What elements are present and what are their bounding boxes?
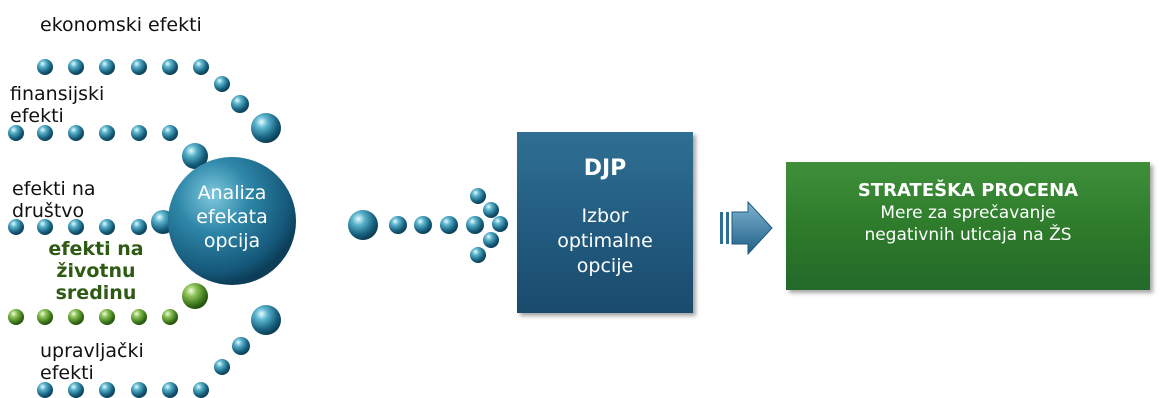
analysis-circle-text: Analiza efekata opcija bbox=[196, 182, 268, 252]
arrow-right-icon bbox=[720, 200, 773, 256]
djp-subtitle: Izbor optimalne opcije bbox=[557, 205, 653, 277]
bead bbox=[348, 210, 378, 240]
bead bbox=[99, 382, 115, 398]
bead bbox=[37, 219, 53, 235]
label-economic-effects: ekonomski efekti bbox=[40, 14, 202, 36]
bead bbox=[483, 232, 499, 248]
analysis-circle-shape bbox=[168, 157, 296, 285]
bead-green bbox=[68, 309, 84, 325]
strategic-assessment-box: STRATEŠKA PROCENA Mere za sprečavanje ne… bbox=[786, 162, 1150, 290]
bead bbox=[492, 216, 508, 232]
bead bbox=[37, 382, 53, 398]
bead bbox=[389, 216, 407, 234]
bead-green bbox=[182, 283, 208, 309]
bead-green bbox=[37, 309, 53, 325]
bead bbox=[68, 59, 84, 75]
bead bbox=[440, 216, 458, 234]
bead bbox=[214, 359, 230, 375]
bead bbox=[68, 125, 84, 141]
djp-title: DJP bbox=[583, 156, 627, 181]
bead bbox=[131, 125, 147, 141]
strategic-subtitle: Mere za sprečavanje negativnih uticaja n… bbox=[864, 203, 1072, 245]
bead bbox=[162, 125, 178, 141]
bead bbox=[232, 337, 250, 355]
bead bbox=[99, 125, 115, 141]
bead bbox=[68, 382, 84, 398]
bead bbox=[162, 59, 178, 75]
label-management-effects: upravljački efekti bbox=[40, 340, 144, 384]
bead bbox=[99, 59, 115, 75]
bead bbox=[251, 305, 281, 335]
bead bbox=[193, 382, 209, 398]
bead bbox=[193, 59, 209, 75]
bead bbox=[8, 125, 24, 141]
bead bbox=[470, 247, 486, 263]
bead bbox=[131, 382, 147, 398]
bead-green bbox=[99, 309, 115, 325]
label-financial-effects: finansijski efekti bbox=[10, 83, 105, 127]
bead bbox=[99, 219, 115, 235]
strategic-title: STRATEŠKA PROCENA bbox=[857, 180, 1079, 201]
bead-green bbox=[8, 309, 24, 325]
bead bbox=[37, 125, 53, 141]
bead-green bbox=[131, 309, 147, 325]
bead bbox=[131, 219, 147, 235]
bead bbox=[466, 216, 484, 234]
bead bbox=[214, 76, 230, 92]
djp-box: DJP Izbor optimalne opcije bbox=[517, 132, 693, 313]
bead bbox=[162, 382, 178, 398]
bead bbox=[483, 202, 499, 218]
label-environment-effects: efekti na životnu sredinu bbox=[48, 238, 144, 304]
bead bbox=[8, 219, 24, 235]
bead bbox=[470, 188, 486, 204]
bead bbox=[251, 113, 281, 143]
bead bbox=[131, 59, 147, 75]
label-social-effects: efekti na društvo bbox=[12, 178, 96, 222]
bead bbox=[182, 143, 208, 169]
bead bbox=[414, 216, 432, 234]
bead bbox=[231, 95, 249, 113]
bead bbox=[37, 59, 53, 75]
bead bbox=[68, 219, 84, 235]
bead-green bbox=[162, 309, 178, 325]
